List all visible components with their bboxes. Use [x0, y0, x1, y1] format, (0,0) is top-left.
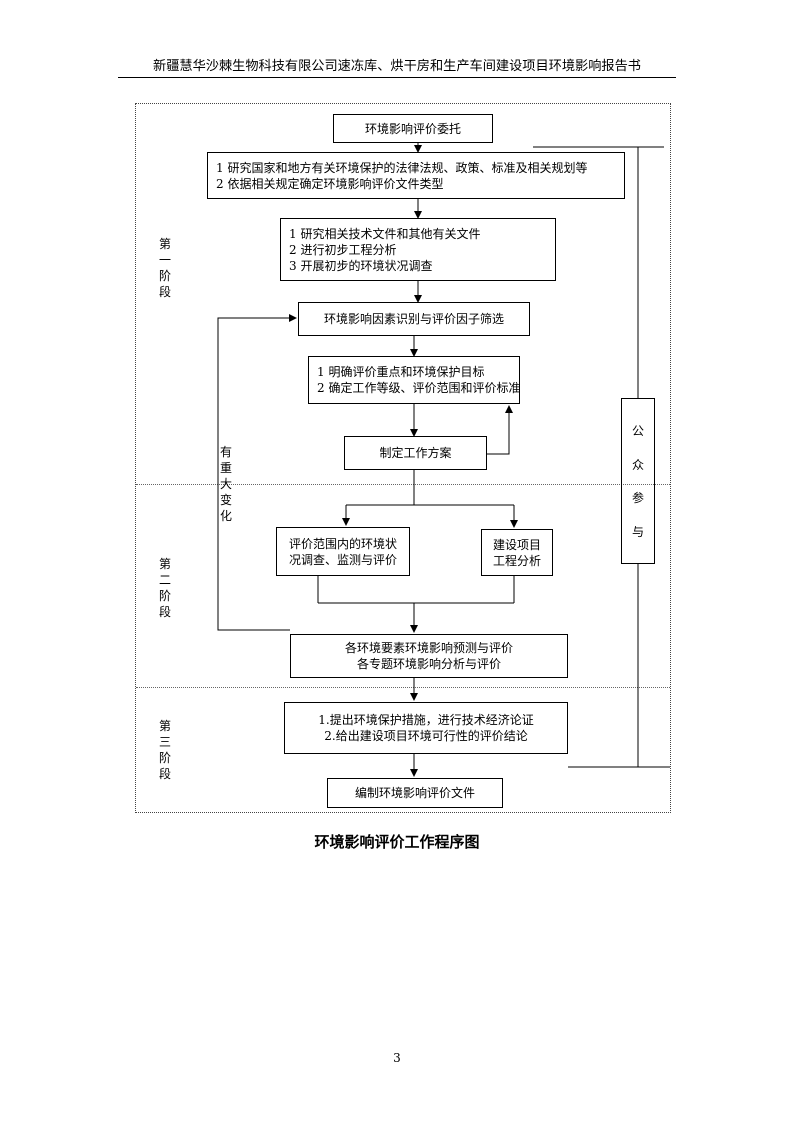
stage1-char: 一 — [158, 253, 171, 267]
stage-label-3: 第 三 阶 段 — [158, 718, 172, 782]
box-tech-line-1: 1 研究相关技术文件和其他有关文件 — [289, 226, 481, 241]
box-focus-line-2: 2 确定工作等级、评价范围和评价标准 — [317, 381, 521, 395]
public-char: 众 — [631, 457, 644, 472]
box-eia-commission-text: 环境影响评价委托 — [364, 121, 461, 136]
stage1-char: 第 — [158, 237, 171, 251]
public-char: 与 — [631, 525, 644, 540]
header-rule — [118, 77, 676, 78]
box-work-plan: 制定工作方案 — [344, 436, 487, 470]
stage1-char: 阶 — [158, 269, 171, 283]
box-eia-commission: 环境影响评价委托 — [333, 114, 493, 143]
stage1-char: 段 — [158, 285, 171, 299]
box-prediction-line-2: 各专题环境影响分析与评价 — [356, 657, 501, 671]
stage2-char: 段 — [158, 605, 171, 619]
box-factor-identification: 环境影响因素识别与评价因子筛选 — [298, 302, 530, 336]
document-header: 新疆慧华沙棘生物科技有限公司速冻库、烘干房和生产车间建设项目环境影响报告书 — [153, 59, 641, 74]
box-tech-line-2: 2 进行初步工程分析 — [289, 242, 397, 257]
stage3-char: 三 — [158, 735, 171, 749]
major-change-char: 化 — [219, 509, 232, 523]
major-change-char: 有 — [219, 445, 232, 459]
box-protection-measures: 1.提出环境保护措施，进行技术经济论证 2.给出建设项目环境可行性的评价结论 — [284, 702, 568, 754]
box-engineering-line-1: 建设项目 — [492, 537, 541, 552]
box-factor-text: 环境影响因素识别与评价因子筛选 — [323, 312, 504, 326]
stage-divider-1 — [136, 484, 670, 485]
public-char: 公 — [631, 423, 644, 438]
stage-divider-2 — [136, 687, 670, 688]
box-focus-line-1: 1 明确评价重点和环境保护目标 — [317, 365, 485, 379]
box-laws-line-2: 2 依据相关规定确定环境影响评价文件类型 — [216, 176, 444, 191]
stage2-char: 二 — [158, 573, 171, 587]
box-impact-prediction: 各环境要素环境影响预测与评价 各专题环境影响分析与评价 — [290, 634, 568, 678]
box-environment-survey: 评价范围内的环境状 况调查、监测与评价 — [276, 527, 410, 576]
stage2-char: 阶 — [158, 589, 171, 603]
box-survey-line-1: 评价范围内的环境状 — [288, 536, 397, 551]
box-measures-line-2: 2.给出建设项目环境可行性的评价结论 — [324, 729, 528, 743]
box-technical-documents: 1 研究相关技术文件和其他有关文件 2 进行初步工程分析 3 开展初步的环境状况… — [280, 218, 556, 281]
box-survey-line-2: 况调查、监测与评价 — [288, 552, 397, 567]
box-measures-line-1: 1.提出环境保护措施，进行技术经济论证 — [318, 713, 534, 727]
major-change-label: 有 重 大 变 化 — [219, 444, 233, 524]
figure-caption: 环境影响评价工作程序图 — [314, 833, 480, 851]
box-engineering-analysis: 建设项目 工程分析 — [481, 529, 553, 576]
box-engineering-line-2: 工程分析 — [492, 553, 541, 568]
flowchart-frame — [135, 103, 671, 813]
box-compile-document: 编制环境影响评价文件 — [327, 778, 503, 808]
box-evaluation-focus: 1 明确评价重点和环境保护目标 2 确定工作等级、评价范围和评价标准 — [308, 356, 520, 404]
stage3-char: 第 — [158, 719, 171, 733]
stage3-char: 段 — [158, 767, 171, 781]
page-number: 3 — [393, 1051, 401, 1065]
box-laws-regulations: 1 研究国家和地方有关环境保护的法律法规、政策、标准及相关规划等 2 依据相关规… — [207, 152, 625, 199]
public-char: 参 — [631, 491, 644, 506]
box-public-participation: 公 众 参 与 — [621, 398, 655, 564]
box-compile-text: 编制环境影响评价文件 — [354, 786, 475, 800]
box-laws-line-1: 1 研究国家和地方有关环境保护的法律法规、政策、标准及相关规划等 — [216, 160, 588, 175]
major-change-char: 重 — [219, 461, 232, 475]
stage3-char: 阶 — [158, 751, 171, 765]
box-work-plan-text: 制定工作方案 — [379, 446, 452, 460]
stage2-char: 第 — [158, 557, 171, 571]
stage-label-1: 第 一 阶 段 — [158, 236, 172, 300]
stage-label-2: 第 二 阶 段 — [158, 556, 172, 620]
major-change-char: 大 — [219, 477, 232, 491]
major-change-char: 变 — [219, 493, 232, 507]
box-tech-line-3: 3 开展初步的环境状况调查 — [289, 258, 433, 273]
box-prediction-line-1: 各环境要素环境影响预测与评价 — [344, 641, 513, 655]
